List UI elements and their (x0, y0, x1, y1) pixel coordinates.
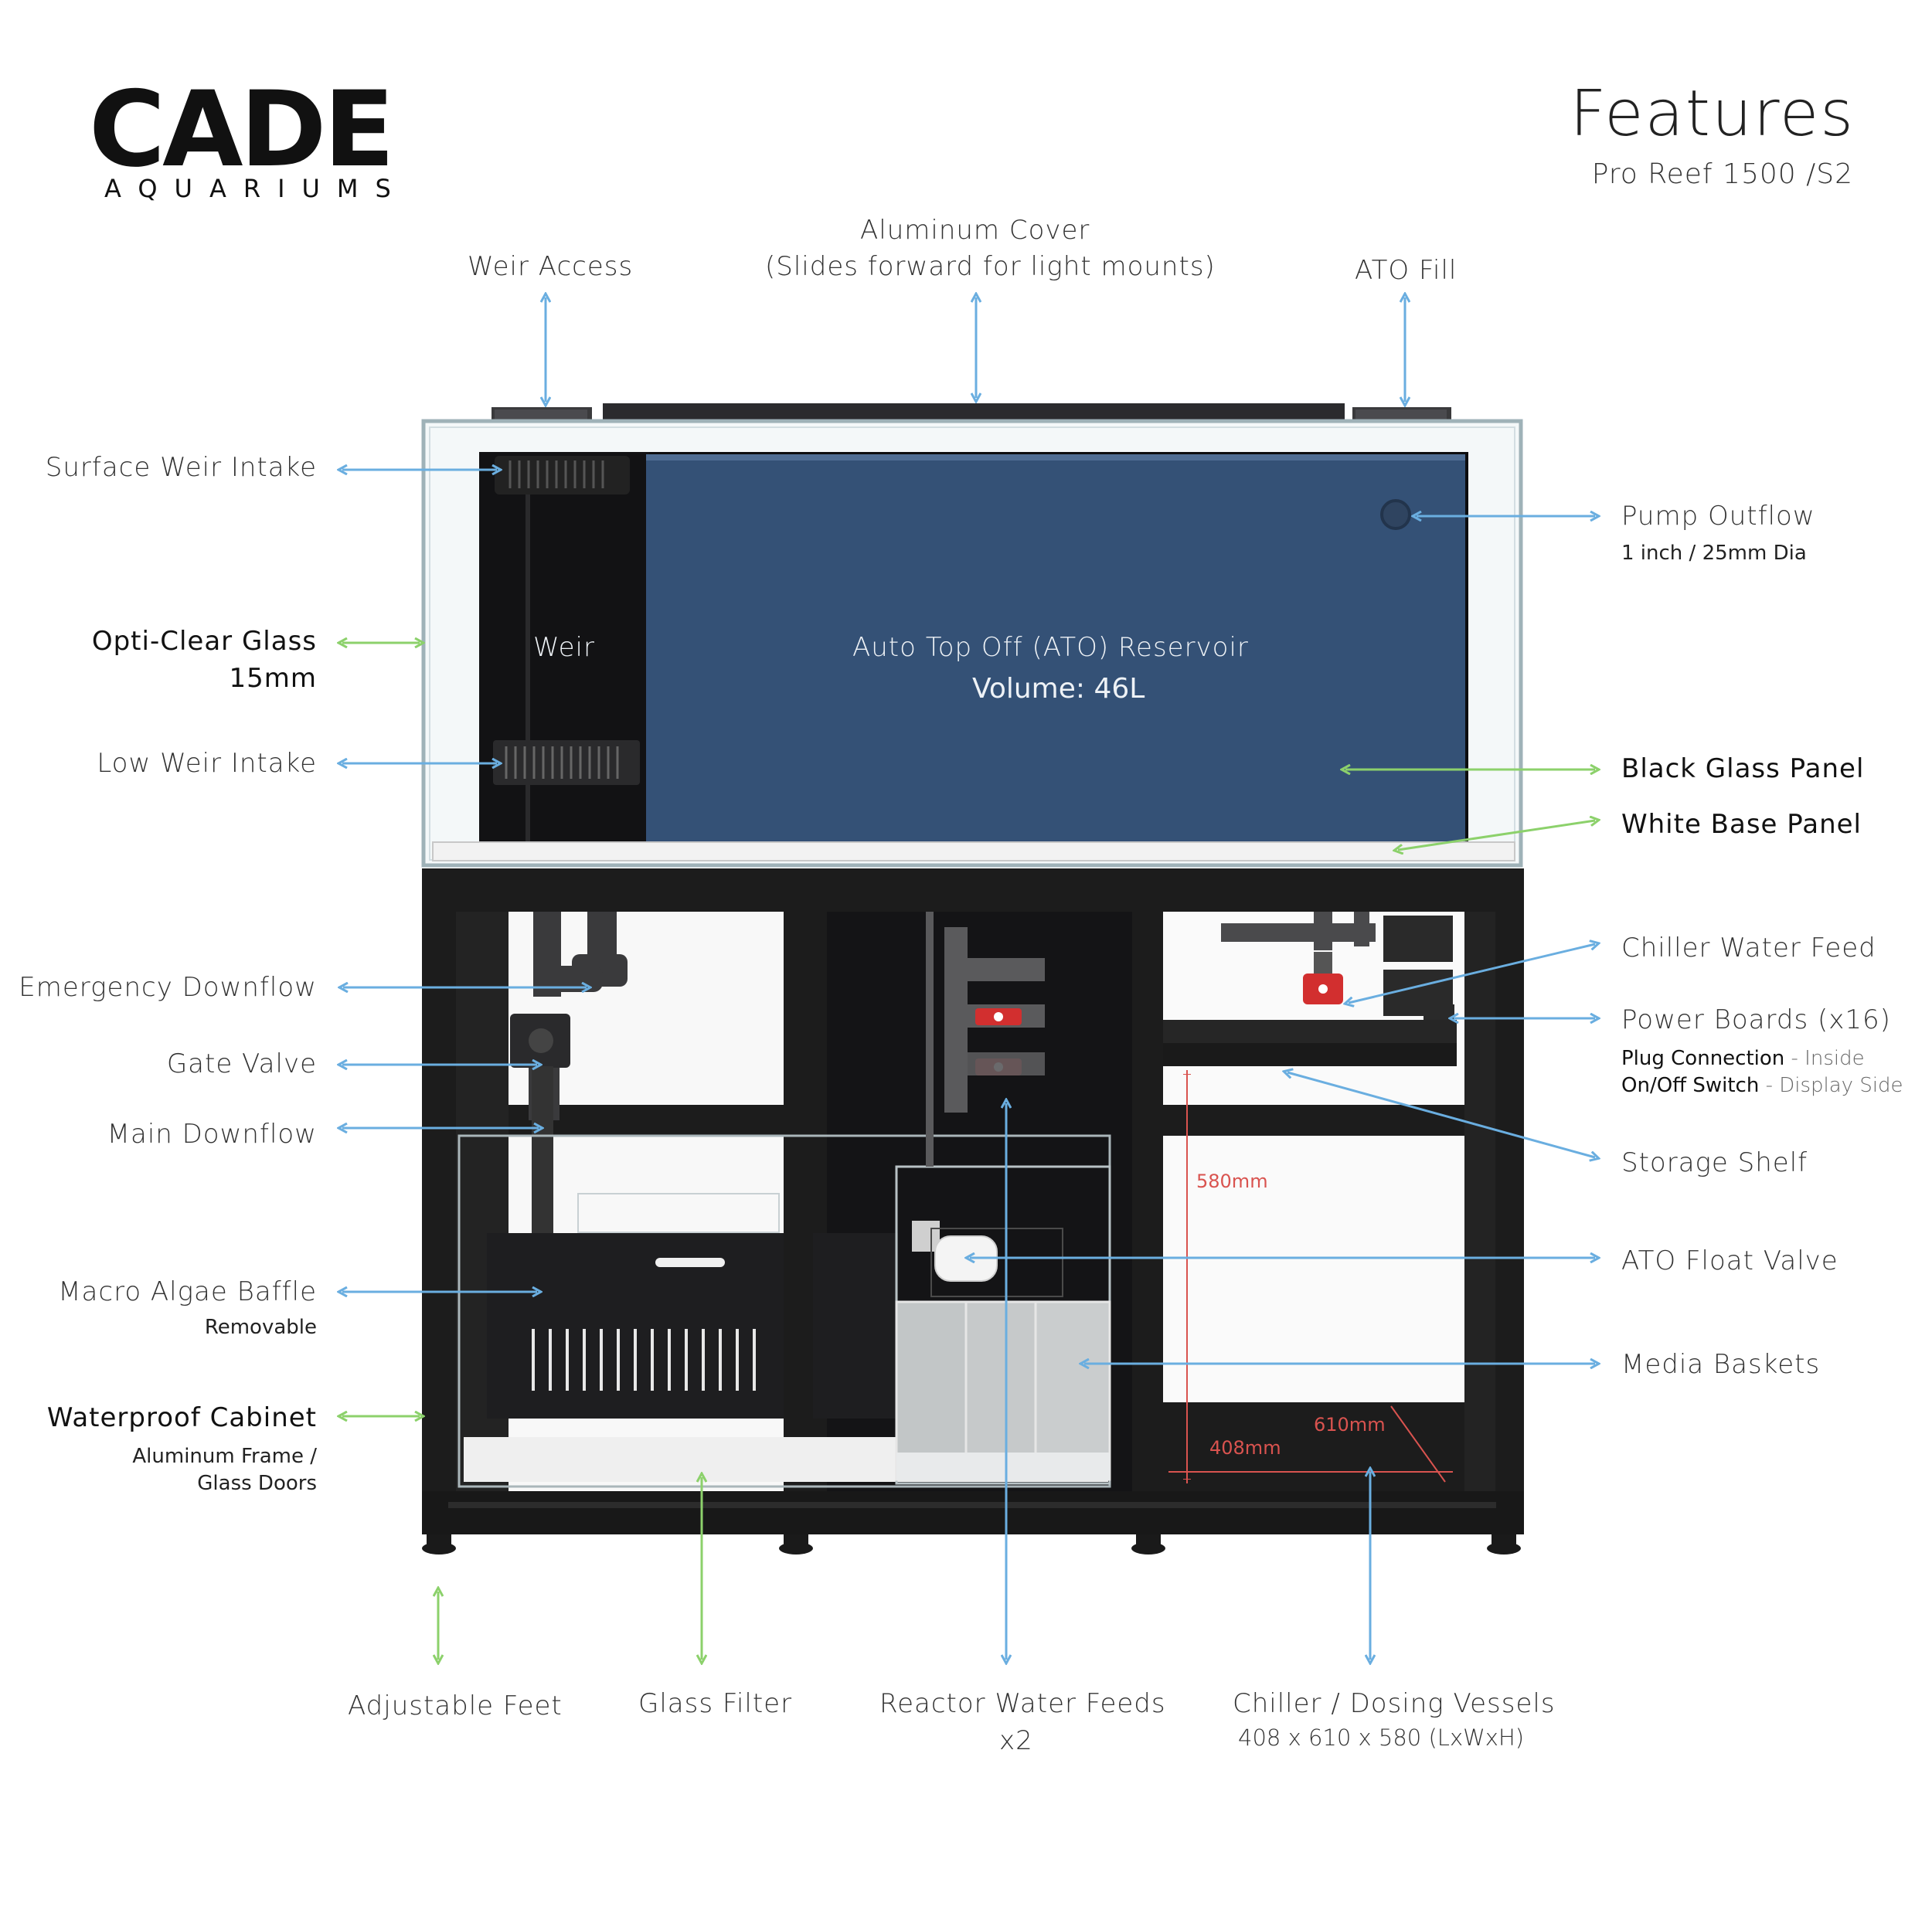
callout-arrows-green (342, 643, 1595, 1660)
callout-pump-outflow: Pump Outflow (1621, 501, 1815, 532)
callout-main-downflow: Main Downflow (107, 1119, 317, 1150)
adjustable-feet (422, 1534, 1521, 1555)
main-downflow-pipe (532, 1066, 553, 1252)
low-weir-intake (493, 740, 640, 785)
callout-chiller-vessels-sub: 408 x 610 x 580 (LxWxH) (1238, 1724, 1525, 1751)
brand-tagline: AQUARIUMS (104, 174, 408, 203)
callout-reactor-1: Reactor Water Feeds (879, 1688, 1166, 1719)
callout-macro-algae: Macro Algae Baffle (58, 1276, 317, 1307)
callout-opticlear-1: Opti-Clear Glass (91, 626, 317, 657)
chiller-vessel-bay-floor (1163, 1402, 1464, 1491)
callout-weir-access: Weir Access (468, 251, 634, 282)
callout-waterproof-sub-1: Aluminum Frame / (132, 1445, 317, 1468)
callout-aluminum-cover-1: Aluminum Cover (860, 215, 1090, 246)
reactor-water-feeds (926, 912, 1045, 1167)
chiller-water-feed-pipe (1221, 912, 1376, 1004)
callout-adjustable-feet: Adjustable Feet (348, 1690, 563, 1721)
callout-glass-filter: Glass Filter (638, 1688, 793, 1719)
reservoir-title: Auto Top Off (ATO) Reservoir (852, 632, 1249, 663)
brand-logo: CADE (89, 69, 395, 190)
callout-opticlear-2: 15mm (229, 663, 317, 694)
callout-power-plug: Plug Connection - Inside (1621, 1047, 1865, 1071)
callout-pump-outflow-sub: 1 inch / 25mm Dia (1621, 542, 1807, 565)
pump-outflow-nozzle (1380, 499, 1411, 530)
storage-shelf (1163, 1020, 1457, 1066)
surface-weir-intake (495, 456, 630, 494)
callout-surface-weir: Surface Weir Intake (45, 452, 317, 483)
dimension-lines (1168, 1070, 1453, 1483)
gate-valve (510, 1014, 570, 1068)
callout-macro-algae-sub: Removable (204, 1316, 317, 1339)
callout-black-glass: Black Glass Panel (1621, 753, 1865, 784)
callout-chiller-vessels: Chiller / Dosing Vessels (1233, 1688, 1556, 1719)
power-switch-label: On/Off Switch (1621, 1074, 1760, 1097)
dimension-width: 610mm (1314, 1414, 1386, 1436)
callout-aluminum-cover-2: (Slides forward for light mounts) (765, 251, 1216, 282)
callout-gate-valve: Gate Valve (166, 1048, 317, 1079)
weir-label: Weir (533, 632, 595, 663)
dimension-depth: 408mm (1209, 1437, 1281, 1459)
ato-reservoir (646, 454, 1465, 844)
power-plug-detail: - Inside (1784, 1047, 1865, 1070)
callout-power-boards: Power Boards (x16) (1621, 1004, 1891, 1035)
callout-ato-float: ATO Float Valve (1621, 1245, 1838, 1276)
callout-emergency-downflow: Emergency Downflow (19, 972, 317, 1003)
callout-reactor-2: x2 (999, 1725, 1033, 1756)
callout-waterproof-cabinet: Waterproof Cabinet (46, 1402, 317, 1433)
callout-chiller-feed: Chiller Water Feed (1621, 933, 1876, 963)
callout-white-base: White Base Panel (1621, 809, 1862, 840)
callout-power-switch: On/Off Switch - Display Side (1621, 1074, 1903, 1098)
power-plug-label: Plug Connection (1621, 1047, 1785, 1070)
callout-media-baskets: Media Baskets (1621, 1349, 1821, 1380)
power-switch-detail: - Display Side (1759, 1074, 1903, 1097)
callout-waterproof-sub-2: Glass Doors (197, 1472, 317, 1495)
page-subtitle: Pro Reef 1500 /S2 (1591, 158, 1853, 190)
callout-arrows-blue (342, 297, 1595, 1660)
power-boards (1383, 916, 1454, 1028)
dimension-height: 580mm (1196, 1171, 1268, 1192)
page-title: Features (1570, 77, 1855, 151)
callout-storage-shelf: Storage Shelf (1621, 1147, 1808, 1178)
reservoir-volume: Volume: 46L (972, 673, 1145, 705)
white-base-panel (432, 841, 1515, 861)
callout-ato-fill: ATO Fill (1355, 255, 1458, 286)
callout-low-weir: Low Weir Intake (97, 748, 317, 779)
